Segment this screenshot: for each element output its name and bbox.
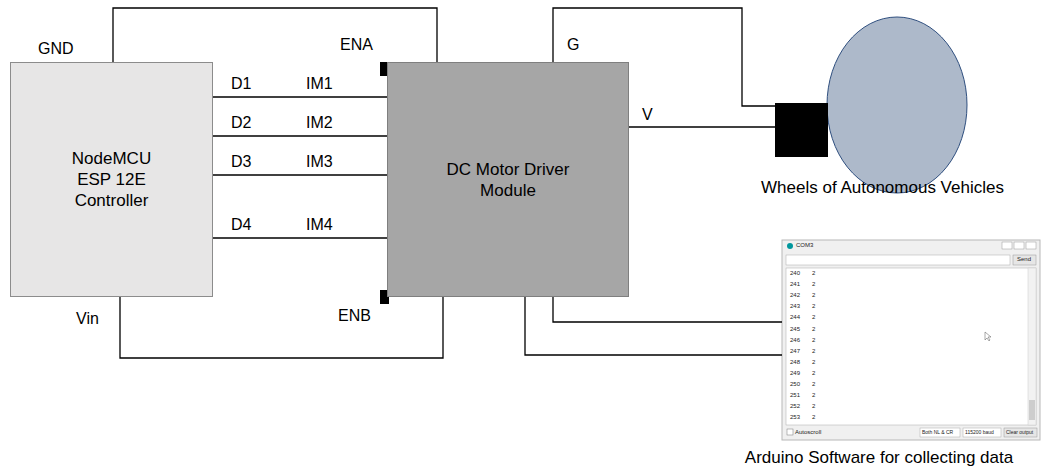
driver-box: DC Motor Driver Module: [387, 62, 629, 297]
pin-label: V: [642, 106, 653, 124]
input-field: [786, 255, 1010, 265]
row-number: 253: [790, 414, 800, 421]
pin-label: D3: [231, 153, 251, 171]
window-title: COM3: [796, 242, 813, 249]
row-value: 2: [812, 314, 815, 321]
row-value: 2: [812, 414, 815, 421]
box-title: NodeMCU ESP 12E Controller: [56, 148, 168, 211]
wire: [553, 297, 782, 322]
row-value: 2: [812, 337, 815, 344]
window-button: [1002, 242, 1012, 249]
wire: [113, 8, 437, 62]
scroll-thumb: [1029, 400, 1035, 420]
row-value: 2: [812, 303, 815, 310]
row-number: 252: [790, 403, 800, 410]
mouse-cursor: [985, 332, 991, 341]
button-text: Clear output: [1006, 430, 1033, 436]
controller-box: NodeMCU ESP 12E Controller: [10, 62, 213, 297]
pin-label: GND: [38, 40, 74, 58]
row-number: 244: [790, 314, 800, 321]
window-button: [1026, 242, 1036, 249]
pin-label: IM2: [306, 114, 333, 132]
window-frame: [782, 240, 1040, 440]
row-number: 249: [790, 370, 800, 377]
pin-label: ENB: [338, 307, 371, 325]
pin-label: D1: [231, 75, 251, 93]
row-value: 2: [812, 381, 815, 388]
window-button: [1014, 242, 1024, 249]
row-number: 246: [790, 337, 800, 344]
row-value: 2: [812, 326, 815, 333]
wire: [213, 135, 387, 136]
send-button: [1013, 255, 1036, 265]
row-number: 243: [790, 303, 800, 310]
pin-label: IM3: [306, 153, 333, 171]
window-icon: [787, 243, 793, 249]
wire: [629, 126, 775, 127]
row-number: 241: [790, 281, 800, 288]
wire: [213, 237, 387, 238]
pin-label: ENA: [340, 36, 373, 54]
row-value: 2: [812, 392, 815, 399]
caption: Wheels of Autonomous Vehicles: [730, 178, 1035, 198]
pin-label: IM1: [306, 75, 333, 93]
row-number: 242: [790, 292, 800, 299]
wire: [213, 96, 387, 97]
row-number: 240: [790, 270, 800, 277]
row-number: 245: [790, 326, 800, 333]
caption: Arduino Software for collecting data: [698, 448, 1060, 468]
wire: [525, 297, 782, 355]
button-text: Send: [1017, 256, 1031, 263]
wheel-node: Wheels of Autonomous Vehicles: [775, 12, 1037, 198]
serial-monitor-node: Arduino Software for collecting data: [782, 240, 1040, 440]
motor-body: [775, 103, 828, 157]
row-value: 2: [812, 292, 815, 299]
dropdown-text: 115200 baud: [965, 430, 994, 436]
dropdown: [963, 428, 1001, 437]
wheel-circle: [827, 17, 967, 193]
output-area: [786, 268, 1036, 425]
scrollbar: [1028, 268, 1036, 425]
checkbox: [787, 429, 793, 435]
row-value: 2: [812, 348, 815, 355]
row-value: 2: [812, 359, 815, 366]
row-number: 251: [790, 392, 800, 399]
checkbox-text: Autoscroll: [795, 429, 821, 436]
row-number: 250: [790, 381, 800, 388]
row-value: 2: [812, 270, 815, 277]
wire: [213, 174, 387, 175]
row-value: 2: [812, 281, 815, 288]
row-value: 2: [812, 370, 815, 377]
pin-label: D4: [231, 216, 251, 234]
box-title: DC Motor Driver Module: [433, 159, 583, 201]
pin-label: Vin: [76, 310, 99, 328]
clear-button: [1004, 428, 1037, 437]
pin-label: IM4: [306, 216, 333, 234]
row-number: 247: [790, 348, 800, 355]
row-value: 2: [812, 403, 815, 410]
pin-label: G: [567, 36, 579, 54]
wire: [120, 297, 443, 358]
dropdown-text: Both NL & CR: [922, 430, 953, 436]
pin-label: D2: [231, 114, 251, 132]
row-number: 248: [790, 359, 800, 366]
dropdown: [920, 428, 960, 437]
